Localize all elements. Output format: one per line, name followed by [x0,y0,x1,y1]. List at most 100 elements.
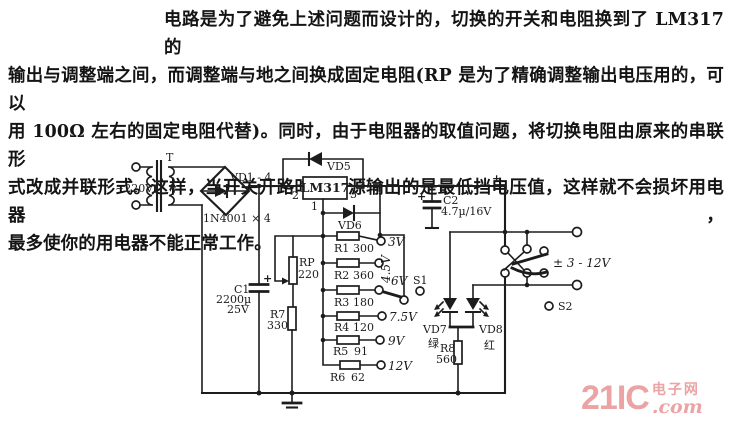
selector-common-wire [379,185,405,297]
vd5-loop-wire [282,158,364,187]
vd7-name: VD7 [422,323,447,336]
r6-name: R6 [330,371,345,384]
watermark-domain: .com [651,396,703,418]
r5-value: 91 [354,345,368,358]
transformer-label: T [166,151,174,164]
output-terminal-positive [571,226,583,238]
ac-terminal-bottom [131,200,141,210]
r4-body [336,311,360,321]
junction [320,287,326,293]
r2-body [336,258,360,268]
paragraph-line: 最多使你的用电器不能正常工作。 [8,234,272,254]
vd8-color-label: 红 [484,339,495,352]
bridge-rectifier: VD1 - 4 1N4001 × 4 [199,165,271,225]
r2-name: R2 [334,269,349,282]
paragraph-line: 用 100Ω 左右的固定电阻代替)。同时，由于电阻器的取值问题，将切换电阻由原来… [8,122,724,170]
capacitor-c2: + C2 4.7µ/16V [417,185,492,230]
vd7-color-label: 绿 [428,336,439,350]
rp-body [288,256,298,285]
primary-winding [146,166,153,206]
c1-value: 2200µ [216,293,251,306]
s1-contact [415,286,425,296]
watermark-site-name: 电子网 [651,382,700,398]
tap-7v5-contact [377,311,387,321]
r2-value: 360 [353,269,374,282]
vd8-arrow-head-2 [483,311,489,317]
junction [320,313,326,319]
junction [455,390,461,396]
tap-3v-contact [376,236,386,246]
switch-s1: S1 [413,274,428,296]
junction [256,390,262,396]
c1-polarity: + [263,272,272,285]
dpdt-arm-upper [511,252,549,266]
r7-name: R7 [270,308,285,321]
output-range-label: ± 3 - 12V [553,256,611,270]
junction-dots [256,183,530,396]
c2-name: C2 [443,194,458,207]
selector-wiper-arm [382,290,403,299]
tap-9v-contact [375,335,385,345]
junction [377,183,383,189]
lm317-pin2: 2 [292,189,299,202]
secondary-winding [168,166,175,206]
vd8-name: VD8 [478,323,503,336]
resistor-ladder: R1 300 3V R2 360 4.5V R3 180 6V R4 120 7… [322,231,418,384]
r1-body [336,231,360,241]
junction [289,390,295,396]
junction [360,183,366,189]
bridge-type-label: 1N4001 × 4 [203,212,271,225]
r3-value: 180 [353,296,374,309]
capacitor-c1: + C1 2200µ 25V [216,185,272,394]
watermark-column: 电子网 .com [651,382,703,418]
rp-r7-branch: RP 220 R7 330 [267,235,324,409]
s2-label: S2 [558,300,573,313]
r8-name: R8 [440,342,455,355]
c2-polarity: + [417,190,426,203]
tap-12v-contact [376,360,386,370]
r6-body [339,360,361,370]
r4-value: 120 [353,321,374,334]
r6-value: 62 [351,371,365,384]
watermark: 21IC 电子网 .com [581,381,703,418]
lm317-pin3: 3 [350,188,357,201]
vd7-led-triangle [443,298,457,310]
vd5-label: VD5 [326,160,351,173]
dpdt-arm-lower [510,266,549,276]
r1-value: 300 [353,242,374,255]
junction [320,260,326,266]
r7-body [287,306,297,331]
s2-contact [544,301,554,311]
junction [256,183,262,189]
dpdt-cross-wires [502,250,526,272]
vd8-arrow-head-1 [483,304,489,310]
tap-9v-label: 9V [388,334,406,348]
dpdt-stub-wires [504,231,528,394]
paragraph-line: 式改成并联形式。这样，当开关开路时，电源输出的是最低挡电压值，这样就不会损坏用电… [8,178,724,226]
r5-body [336,335,360,345]
r7-value: 330 [267,319,288,332]
junction [280,183,286,189]
junction [320,233,326,239]
lm317-regulator: LM317 2 3 1 [292,176,357,213]
tap-7v5-label: 7.5V [389,310,418,324]
junction [429,183,435,189]
tap-4v5-label: 4.5V [379,254,393,284]
tap-6v-label: 6V [391,274,409,288]
adjust-rail [322,198,341,366]
lm317-box [302,176,348,200]
lm317-name: LM317 [301,180,350,195]
ac-input: ~220V [115,162,154,210]
output-section: ± 3 - 12V S2 [449,226,611,394]
vd5-triangle [309,152,322,166]
output-plus-sign: + [492,172,501,185]
led-indicators: VD7 绿 VD8 红 R8 560 [422,231,503,394]
dpdt-contact-tm [522,244,532,254]
vd7-arrow-head-1 [434,304,440,310]
junction [524,229,530,235]
junction [377,232,383,238]
lm317-pin1: 1 [311,200,318,213]
r1-name: R1 [334,242,349,255]
tap-12v-label: 12V [388,359,413,373]
